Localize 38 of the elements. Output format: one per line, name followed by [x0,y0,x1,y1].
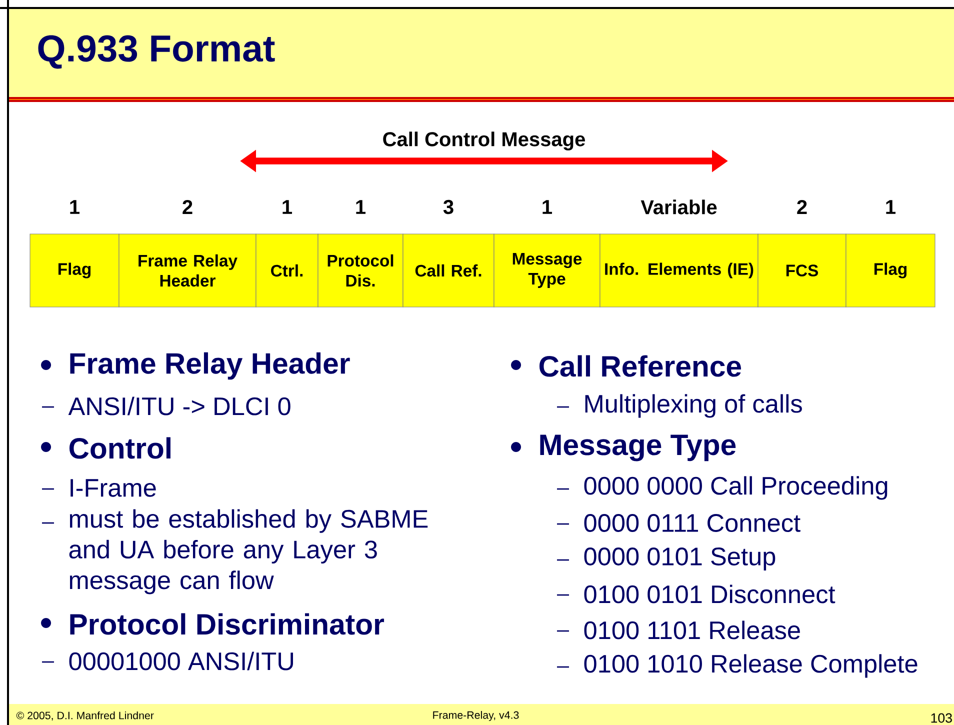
field-box: FCS [758,234,846,308]
footer-text: Frame-Relay, v4.3 [433,711,519,721]
bullet-item: 00001000 ANSI/ITU [69,652,293,670]
bullet-item: 0100 1010 Release Complete [584,654,918,678]
byte-count: 2 [182,200,192,214]
bullet-heading: Protocol Discriminator [70,613,384,635]
byte-count: 1 [356,200,366,214]
byte-count: 1 [282,200,292,214]
byte-count: 3 [443,200,454,214]
field-box: Message Type [494,234,600,308]
span-label: Call Control Message [383,132,585,150]
bullet-heading: Frame Relay Header [70,352,350,380]
field-box: Ctrl. [256,234,318,308]
bullet-item: I-Frame [70,479,156,497]
title: Q.933 Format [38,35,275,69]
bullet-item: ANSI/ITU -> DLCI 0 [68,396,290,416]
bullet-item: 0000 0101 Setup [584,548,776,570]
field-box: Flag [846,234,936,308]
page-number: 103 [931,713,952,723]
field-box: Info. Elements (IE) [600,234,758,308]
field-box: Protocol Dis. [318,234,404,308]
byte-count: 2 [797,200,807,214]
footer-text: © 2005, D.I. Manfred Lindner [16,711,154,721]
field-box: Call Ref. [402,234,494,308]
byte-count: 1 [542,200,552,214]
byte-count: 1 [70,200,80,214]
bullet-item: must be established by SABME and UA before any Layer 3 message can flow [69,509,428,594]
bullet-item: Multiplexing of calls [585,394,802,418]
byte-count: Variable [640,200,717,214]
bullet-item: 0100 0101 Disconnect [584,584,836,604]
bullet-item: 0000 0000 Call Proceeding [584,476,888,500]
bullet-heading: Message Type [540,434,736,462]
bullet-heading: Call Reference [539,355,741,377]
bullet-heading: Control [70,437,170,459]
bullet-item: 0100 1101 Release [584,620,800,640]
bullet-item: 0000 0111 Connect [584,514,800,532]
field-box: Flag [30,234,120,308]
byte-count: 1 [886,200,896,214]
